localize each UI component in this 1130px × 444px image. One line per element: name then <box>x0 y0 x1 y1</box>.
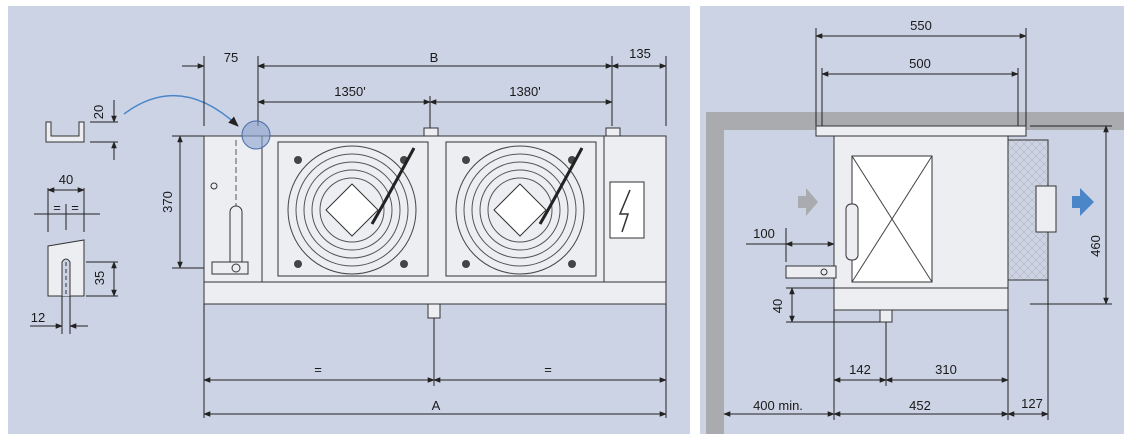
bracket-dim-20: 20 <box>91 105 106 119</box>
side-view: 550 500 460 100 <box>706 18 1124 434</box>
bracket-dim-eq-a: = <box>53 200 61 215</box>
bracket-dim-eq-b: = <box>71 200 79 215</box>
front-dim-eq-right: = <box>544 362 552 377</box>
side-dim-100: 100 <box>753 226 775 241</box>
side-dim-40: 40 <box>770 299 785 313</box>
front-dim-1380: 1380' <box>509 84 540 99</box>
bracket-dim-35: 35 <box>92 271 107 285</box>
front-dim-1350: 1350' <box>334 84 365 99</box>
front-dim-370: 370 <box>160 191 175 213</box>
front-dim-135: 135 <box>629 46 651 61</box>
front-dim-A: A <box>432 398 441 413</box>
side-dim-127: 127 <box>1021 396 1043 411</box>
bracket-highlight <box>241 120 271 150</box>
fan-icon <box>277 141 429 277</box>
side-dim-142: 142 <box>849 362 871 377</box>
fan-icon <box>445 141 597 277</box>
bracket-detail: 20 40 = = 35 12 <box>30 100 118 334</box>
side-dim-452: 452 <box>909 398 931 413</box>
front-dim-75: 75 <box>224 50 238 65</box>
front-dim-eq-left: = <box>314 362 322 377</box>
side-dim-310: 310 <box>935 362 957 377</box>
bracket-dim-12: 12 <box>31 310 45 325</box>
airflow-arrow-icon <box>798 188 818 216</box>
side-dim-500: 500 <box>909 56 931 71</box>
high-voltage-icon <box>609 181 645 239</box>
airflow-arrow-icon <box>1072 188 1094 216</box>
bracket-dim-40: 40 <box>59 172 73 187</box>
detail-pointer-arrow <box>123 94 239 127</box>
side-dim-400min: 400 min. <box>753 398 803 413</box>
side-dim-550: 550 <box>910 18 932 33</box>
front-view: 75 B 135 1350' 1380' 370 <box>160 46 667 418</box>
side-dim-460: 460 <box>1088 235 1103 257</box>
front-dim-B: B <box>430 50 439 65</box>
